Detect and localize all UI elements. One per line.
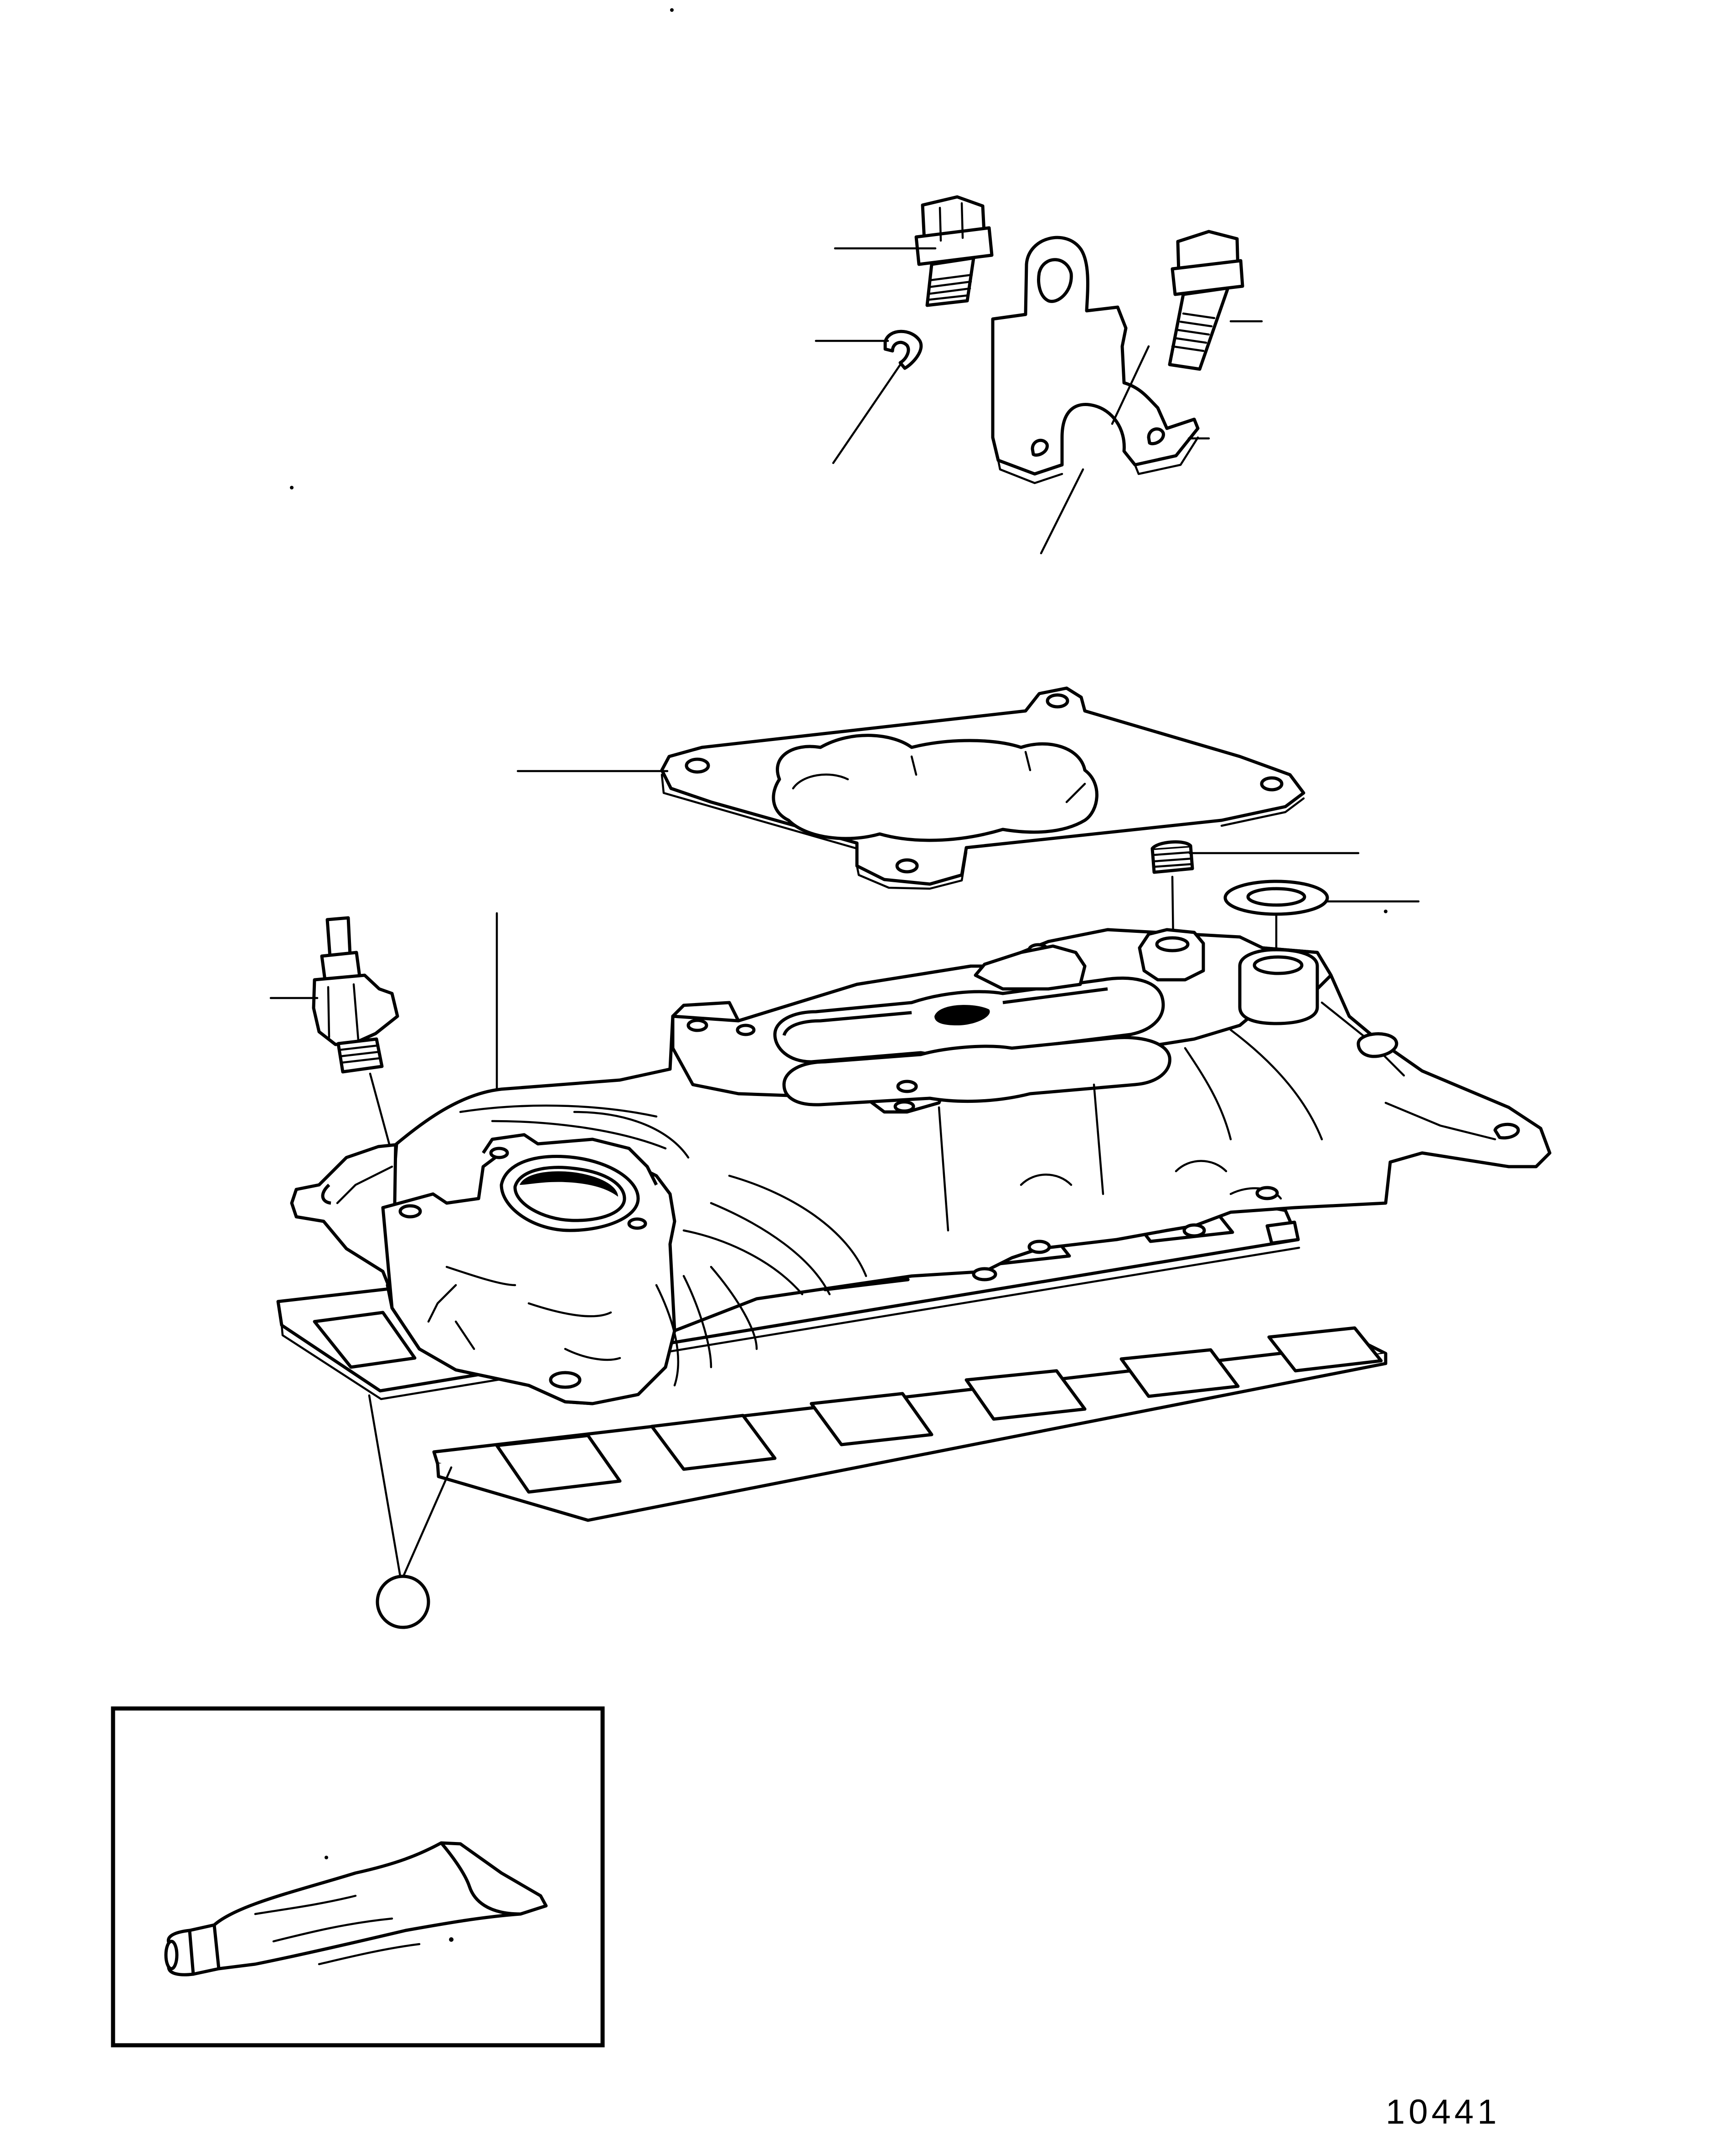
temperature-sender xyxy=(312,916,399,1074)
speck xyxy=(670,8,674,12)
leader-gasket-upper xyxy=(368,1394,402,1583)
leader-bolt-right-axis xyxy=(1111,345,1150,425)
leader-temperature-sender-axis xyxy=(369,1072,394,1159)
speck xyxy=(1384,910,1387,913)
intake-manifold xyxy=(290,928,1552,1405)
flange-bolt-left xyxy=(914,195,994,307)
leader-bracket-axis xyxy=(1040,468,1084,555)
pipe-plug xyxy=(1150,840,1194,874)
gasket-kit-reference-circle xyxy=(376,1575,430,1629)
sealant-tube xyxy=(164,1841,548,1976)
flange-bolt-right xyxy=(1168,230,1244,371)
sealing-washer xyxy=(1223,880,1329,916)
speck xyxy=(290,486,294,489)
leader-gasket-lower xyxy=(400,1466,453,1583)
carburetor-spacer-gasket xyxy=(660,686,1305,890)
leader-washer-axis xyxy=(832,359,905,464)
lock-washer xyxy=(883,329,923,370)
figure-number: 10441 xyxy=(1386,2093,1501,2131)
speck xyxy=(325,1856,328,1859)
lifting-bracket xyxy=(991,236,1200,484)
